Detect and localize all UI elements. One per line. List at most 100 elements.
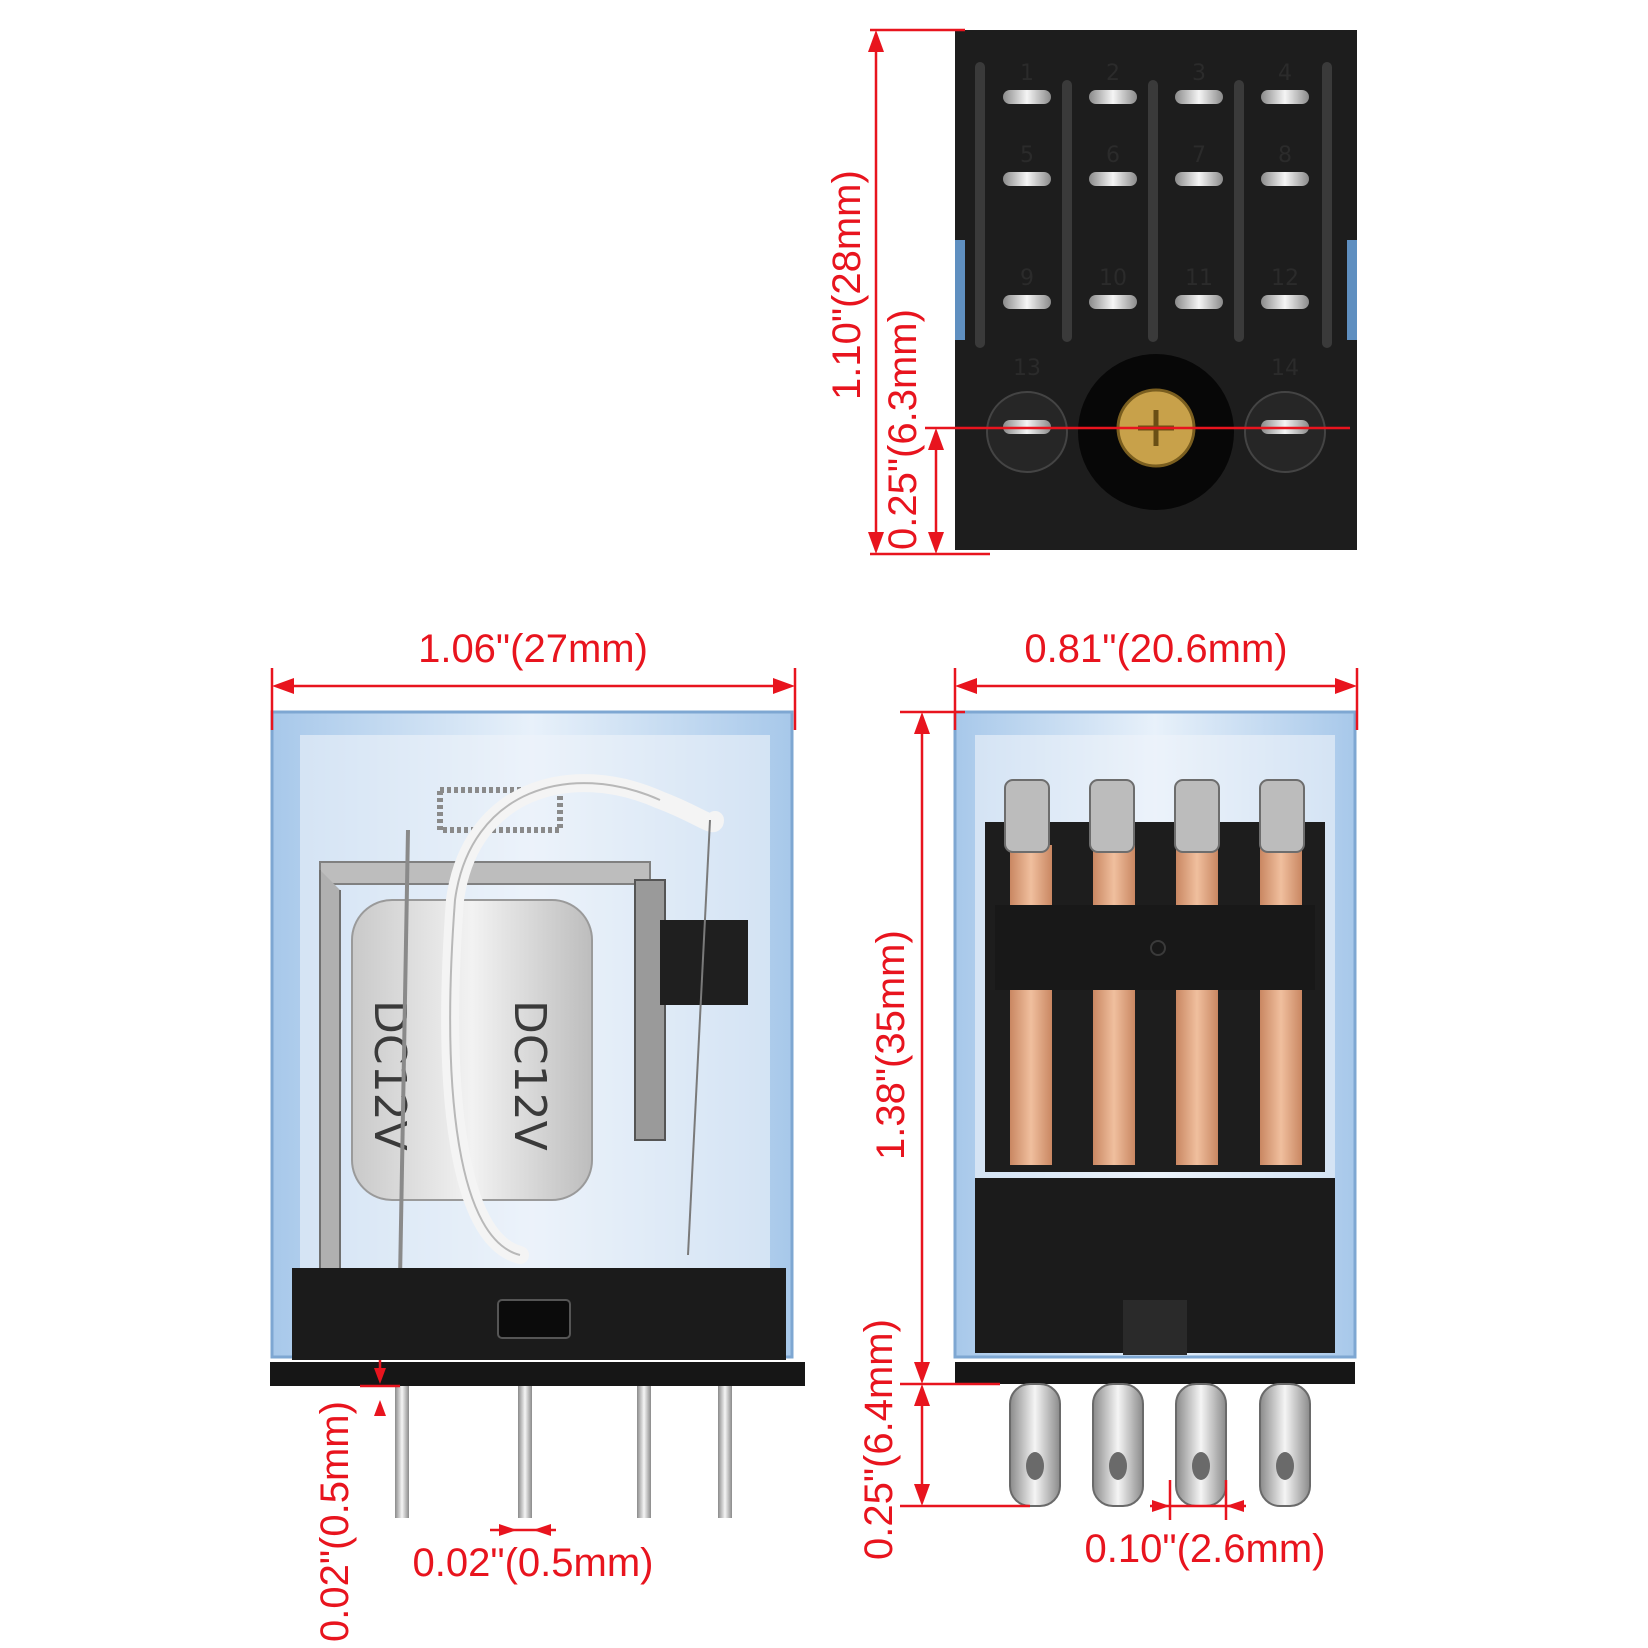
arrow-right-icon bbox=[499, 1524, 517, 1536]
arrow-up-icon bbox=[914, 1384, 930, 1406]
arrow-down-icon bbox=[374, 1368, 386, 1384]
dimension-label: 1.06"(27mm) bbox=[418, 627, 648, 671]
arrow-up-icon bbox=[928, 428, 944, 450]
front-pin bbox=[1009, 1383, 1061, 1507]
pin-hole bbox=[1192, 1452, 1210, 1480]
dimension-label: 0.02"(0.5mm) bbox=[413, 1541, 654, 1585]
front-pin bbox=[1092, 1383, 1144, 1507]
pin-number: 7 bbox=[1192, 143, 1206, 168]
arrow-up-icon bbox=[914, 712, 930, 734]
socket-side-clip-left bbox=[955, 240, 965, 340]
socket-offset-dimension: 0.25"(6.3mm) bbox=[881, 309, 1350, 554]
copper-strip-3 bbox=[1176, 845, 1218, 1165]
front-pins bbox=[1009, 1383, 1311, 1507]
copper-strip-1 bbox=[1010, 845, 1052, 1165]
side-base-plate bbox=[270, 1362, 805, 1386]
socket-contact bbox=[1175, 90, 1223, 104]
socket-pin-row-1: 1 2 3 4 bbox=[1003, 61, 1309, 104]
clamp-rivet bbox=[1150, 940, 1166, 956]
pin-number: 5 bbox=[1020, 143, 1034, 168]
arrow-right-icon bbox=[1335, 678, 1357, 694]
dimension-label: 1.38"(35mm) bbox=[869, 930, 913, 1160]
pushrod-wire bbox=[687, 819, 711, 1256]
pin-number: 8 bbox=[1278, 143, 1292, 168]
front-pin bbox=[1259, 1383, 1311, 1507]
front-pin bbox=[1175, 1383, 1227, 1507]
socket-contact bbox=[1089, 172, 1137, 186]
arrow-left-icon bbox=[955, 678, 977, 694]
socket-view: 1 2 3 4 5 6 7 8 9 10 11 12 bbox=[955, 30, 1357, 550]
dimension-label: 0.81"(20.6mm) bbox=[1024, 627, 1287, 671]
socket-rail-4 bbox=[1234, 80, 1244, 342]
front-height-dimension: 1.38"(35mm) bbox=[869, 710, 1000, 1386]
socket-rail-2 bbox=[1062, 80, 1072, 342]
dimension-label: 0.25"(6.3mm) bbox=[881, 309, 925, 550]
coil-label: DC12V bbox=[504, 1000, 555, 1151]
pin-hole bbox=[1109, 1452, 1127, 1480]
dimension-label: 0.25"(6.4mm) bbox=[857, 1319, 901, 1560]
base-notch bbox=[1123, 1300, 1187, 1355]
armature bbox=[634, 879, 666, 1141]
side-pin bbox=[518, 1386, 532, 1518]
socket-contact bbox=[1089, 295, 1137, 309]
front-width-dimension: 0.81"(20.6mm) bbox=[953, 627, 1359, 730]
socket-contact bbox=[1261, 90, 1309, 104]
dimension-label: 0.10"(2.6mm) bbox=[1085, 1527, 1326, 1571]
front-view bbox=[953, 710, 1357, 1507]
arrow-down-icon bbox=[914, 1484, 930, 1506]
lead-wire-outline bbox=[449, 782, 661, 1256]
socket-pin-row-2: 5 6 7 8 bbox=[1003, 143, 1309, 186]
arrow-right-icon bbox=[1152, 1500, 1170, 1512]
contact-clamp-bar bbox=[995, 905, 1315, 990]
socket-contact bbox=[1003, 172, 1051, 186]
copper-strip-4 bbox=[1260, 845, 1302, 1165]
return-spring bbox=[437, 787, 563, 833]
pushrod-wire bbox=[398, 829, 410, 1281]
dimension-label: 1.10"(28mm) bbox=[825, 170, 869, 400]
pin-number: 4 bbox=[1278, 61, 1292, 86]
frame-top-plate bbox=[319, 861, 651, 885]
frame-bracket bbox=[319, 870, 341, 1271]
front-base-plate bbox=[955, 1362, 1355, 1384]
dimension-label: 0.02"(0.5mm) bbox=[313, 1401, 357, 1642]
pin-hole bbox=[1026, 1452, 1044, 1480]
side-width-dimension: 1.06"(27mm) bbox=[270, 627, 797, 730]
side-pin bbox=[718, 1386, 732, 1518]
socket-contact bbox=[1261, 295, 1309, 309]
socket-height-dimension: 1.10"(28mm) bbox=[825, 28, 990, 556]
pin-number: 13 bbox=[1013, 356, 1041, 381]
side-view: DC12V DC12V bbox=[270, 710, 805, 1518]
solder-tab bbox=[1174, 779, 1220, 853]
arrow-left-icon bbox=[533, 1524, 551, 1536]
socket-contact bbox=[1089, 90, 1137, 104]
socket-rail-5 bbox=[1322, 62, 1332, 348]
solder-tab bbox=[1259, 779, 1305, 853]
side-pin-width-dimension: 0.02"(0.5mm) bbox=[413, 1524, 654, 1585]
solder-tab bbox=[1089, 779, 1135, 853]
coil-label: DC12V bbox=[364, 1000, 415, 1151]
arrow-down-icon bbox=[928, 532, 944, 554]
socket-side-clip-right bbox=[1347, 240, 1357, 340]
pin-number: 9 bbox=[1020, 266, 1034, 291]
socket-rail-3 bbox=[1148, 80, 1158, 342]
pin-number: 3 bbox=[1192, 61, 1206, 86]
pin-number: 6 bbox=[1106, 143, 1120, 168]
solder-tab bbox=[1004, 779, 1050, 853]
front-pin-length-dimension: 0.25"(6.4mm) bbox=[857, 1319, 1030, 1560]
pin-number: 1 bbox=[1020, 61, 1034, 86]
side-pin-gap-dimension: 0.02"(0.5mm) bbox=[313, 1360, 400, 1642]
socket-rail-1 bbox=[975, 62, 985, 348]
pin-number: 12 bbox=[1271, 266, 1299, 291]
socket-contact bbox=[1175, 295, 1223, 309]
arrow-down-icon bbox=[868, 532, 884, 554]
arrow-right-icon bbox=[773, 678, 795, 694]
copper-strip-2 bbox=[1093, 845, 1135, 1165]
front-pin-pitch-dimension: 0.10"(2.6mm) bbox=[1085, 1480, 1326, 1571]
pin-number: 10 bbox=[1099, 266, 1127, 291]
socket-contact bbox=[1175, 172, 1223, 186]
arrow-up-icon bbox=[868, 30, 884, 52]
arrow-left-icon bbox=[272, 678, 294, 694]
pin-number: 14 bbox=[1271, 356, 1299, 381]
arrow-left-icon bbox=[1226, 1500, 1244, 1512]
